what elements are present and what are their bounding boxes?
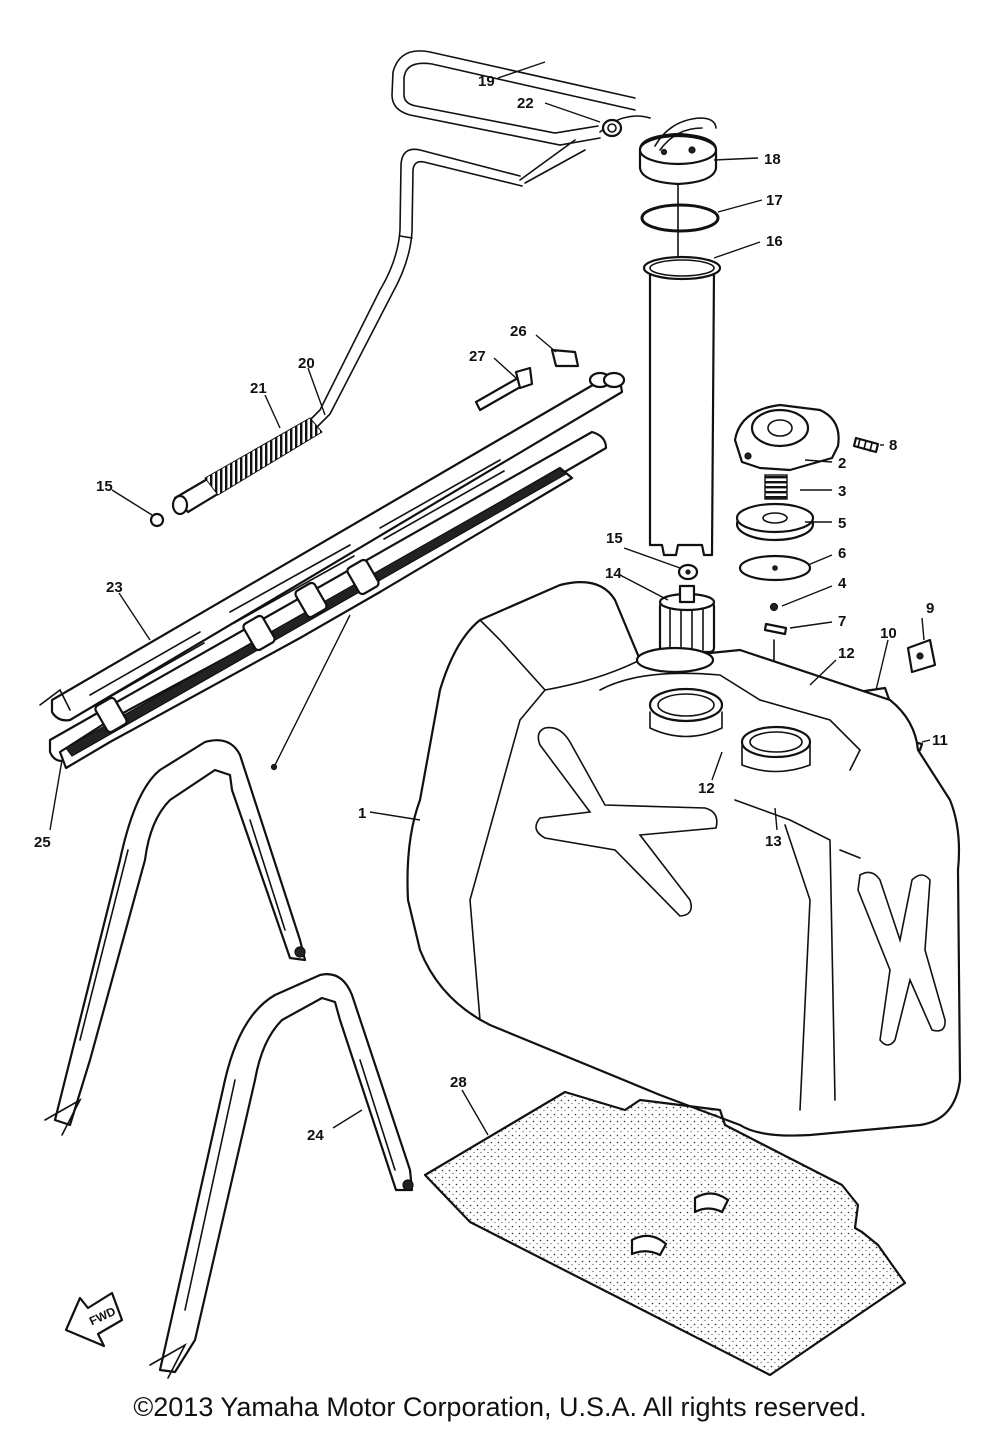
nut: [550, 348, 580, 368]
callout-21: 21: [250, 380, 267, 397]
fwd-arrow-icon: FWD: [64, 1291, 124, 1348]
fuel-cock-cover: [733, 403, 840, 472]
callout-4: 4: [838, 575, 847, 592]
callout-18: 18: [764, 151, 781, 168]
callout-13: 13: [765, 833, 782, 850]
spring-hose: [171, 417, 323, 516]
callout-24: 24: [307, 1127, 324, 1144]
parts-diagram: FWD 19 22 18 1: [34, 50, 962, 1379]
callout-15-center: 15: [606, 530, 623, 547]
callout-25: 25: [34, 834, 51, 851]
fuel-tank: [406, 581, 962, 1137]
leader-lines: [49, 61, 931, 1136]
callout-15-left: 15: [96, 478, 113, 495]
callout-14: 14: [605, 565, 622, 582]
callout-12-upper: 12: [838, 645, 855, 662]
callout-6: 6: [838, 545, 846, 562]
tank-strap-long: [39, 371, 626, 722]
callout-11: 11: [932, 732, 948, 749]
callout-19: 19: [478, 73, 495, 90]
spring: [764, 474, 788, 500]
floor-mat: [423, 1090, 907, 1377]
callout-20: 20: [298, 355, 315, 372]
hose-clamp: [601, 118, 623, 138]
gasket: [738, 554, 812, 582]
pin: [763, 622, 788, 636]
mounting-band-lower: [149, 973, 414, 1379]
callout-16: 16: [766, 233, 783, 250]
callout-27: 27: [469, 348, 486, 365]
callout-labels: 19 22 18 17 16 26 27 20 21 15 23 25 1 8 …: [34, 73, 948, 1144]
callout-17: 17: [766, 192, 783, 209]
gauge-tube: [642, 255, 722, 557]
fuel-gauge-cap: [638, 117, 718, 186]
tank-strap-padded: [48, 430, 608, 771]
o-ring: [640, 203, 720, 233]
callout-7: 7: [838, 613, 846, 630]
tank-bracket: [906, 638, 937, 674]
callout-12-lower: 12: [698, 780, 715, 797]
callout-5: 5: [838, 515, 846, 532]
hose-clip-center: [677, 563, 699, 581]
callout-9: 9: [926, 600, 934, 617]
callout-23: 23: [106, 579, 123, 596]
callout-8: 8: [889, 437, 897, 454]
callout-26: 26: [510, 323, 527, 340]
callout-22: 22: [517, 95, 534, 112]
screw: [852, 436, 880, 454]
cock-lever: [735, 502, 815, 542]
callout-1: 1: [358, 805, 366, 822]
fuel-hose: [299, 148, 523, 433]
callout-3: 3: [838, 483, 846, 500]
hose-clip-left: [149, 512, 165, 528]
callout-2: 2: [838, 455, 846, 472]
copyright-notice: ©2013 Yamaha Motor Corporation, U.S.A. A…: [133, 1392, 867, 1422]
callout-28: 28: [450, 1074, 467, 1091]
callout-10: 10: [880, 625, 897, 642]
mounting-band-upper: [44, 739, 307, 1136]
long-bolt: [474, 366, 534, 412]
steel-ball: [769, 602, 779, 612]
fuel-filter: [658, 584, 716, 654]
